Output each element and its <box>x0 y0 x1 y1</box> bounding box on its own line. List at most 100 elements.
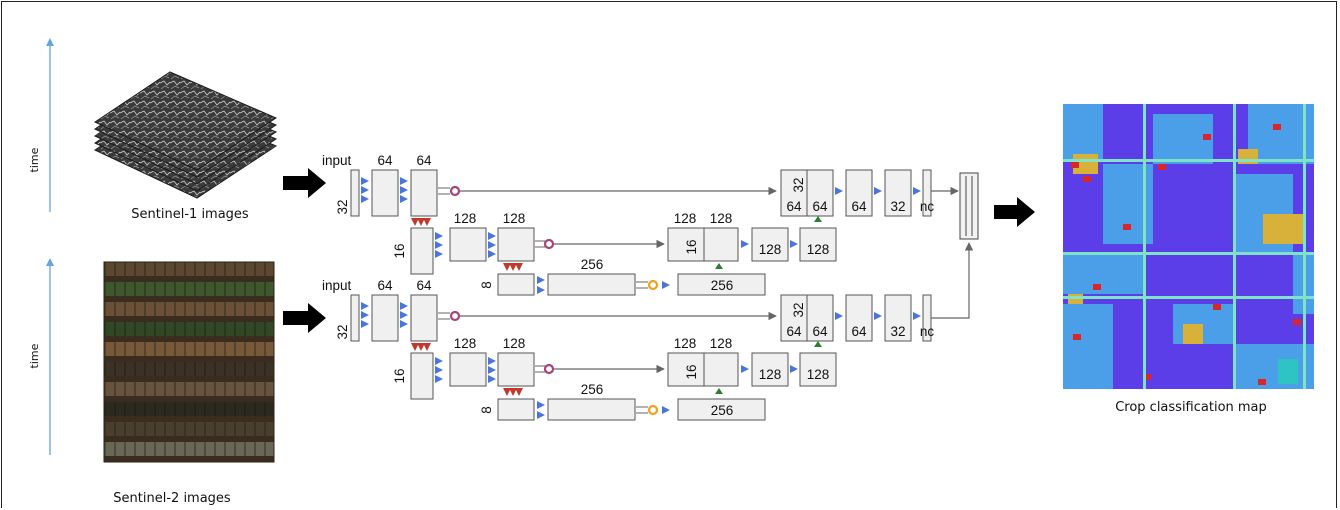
layer-texture <box>164 362 166 376</box>
layer-texture <box>164 302 166 316</box>
conv-arrow <box>435 232 443 240</box>
layer-texture <box>184 282 186 296</box>
layer-texture <box>124 382 126 396</box>
crop-field-red-spot <box>1273 124 1281 130</box>
conv-arrow <box>537 411 545 419</box>
layer-texture <box>204 442 206 456</box>
input-block <box>351 170 359 216</box>
optical-image-layer <box>104 422 274 436</box>
bottleneck-up-ch-label: 256 <box>711 403 734 418</box>
layer-texture <box>124 402 126 416</box>
optical-image-layer <box>104 402 274 416</box>
layer-texture <box>144 362 146 376</box>
time-axis-sentinel2: time <box>28 258 54 455</box>
crop-field-red-spot <box>1083 176 1091 182</box>
layer-texture <box>214 442 216 456</box>
dec1a-ch-label: 64 <box>851 199 867 214</box>
layer-texture <box>184 342 186 356</box>
layer-texture <box>234 402 236 416</box>
dec2-ch-label: 128 <box>710 211 733 226</box>
layer-texture <box>164 262 166 276</box>
crop-classification-map <box>1063 104 1314 389</box>
enc2-input-block <box>411 353 433 399</box>
layer-texture <box>264 322 266 336</box>
layer-texture <box>114 322 116 336</box>
layer-texture <box>184 302 186 316</box>
dec2a-ch-label: 128 <box>759 367 782 382</box>
layer-texture <box>264 362 266 376</box>
layer-texture <box>174 282 176 296</box>
crop-field-red-spot <box>1123 224 1131 230</box>
conv-arrow <box>361 186 369 194</box>
layer-texture <box>224 342 226 356</box>
crop-field-red-spot <box>1073 334 1081 340</box>
crop-field-patch <box>1153 254 1253 299</box>
size-32-label: 32 <box>335 324 350 339</box>
crop-map-caption: Crop classification map <box>1115 400 1267 415</box>
dec1-32-label: 32 <box>791 302 806 317</box>
layer-texture <box>184 442 186 456</box>
nc-label: nc <box>920 324 935 339</box>
layer-texture <box>114 342 116 356</box>
layer-texture <box>174 322 176 336</box>
dec1a-ch-label: 64 <box>851 324 867 339</box>
layer-texture <box>214 282 216 296</box>
layer-texture <box>164 382 166 396</box>
layer-texture <box>264 342 266 356</box>
layer-texture <box>164 322 166 336</box>
layer-texture <box>204 422 206 436</box>
layer-texture <box>144 262 146 276</box>
dec-size-16-label: 16 <box>684 364 699 379</box>
enc2a-ch-label: 128 <box>454 336 477 351</box>
layer-texture <box>124 362 126 376</box>
map-road <box>1233 104 1236 389</box>
enc1a-ch-label: 64 <box>377 278 393 293</box>
layer-texture <box>234 422 236 436</box>
conv-arrow <box>435 357 443 365</box>
layer-texture <box>254 382 256 396</box>
dec2-concat-ch-label: 128 <box>674 211 697 226</box>
conv-arrow <box>913 187 921 195</box>
enc1a-block <box>372 295 398 341</box>
layer-texture <box>134 302 136 316</box>
arrow-fusion-to-map <box>994 197 1035 227</box>
crop-field-patch <box>1123 354 1173 389</box>
layer-texture <box>214 382 216 396</box>
conv-arrow <box>435 366 443 374</box>
layer-texture <box>124 342 126 356</box>
enc2-input-block <box>411 228 433 274</box>
layer-texture <box>154 442 156 456</box>
dec2b-ch-label: 128 <box>807 242 830 257</box>
enc2b-ch-label: 128 <box>503 211 526 226</box>
conv-arrow <box>400 195 408 203</box>
layer-texture <box>254 262 256 276</box>
conv-arrow <box>488 250 496 258</box>
layer-texture <box>224 322 226 336</box>
enc2b-ch-label: 128 <box>503 336 526 351</box>
enc1a-ch-label: 64 <box>377 153 393 168</box>
enc2a-block <box>450 228 486 261</box>
conv-arrow <box>874 187 882 195</box>
size-16-label: 16 <box>392 243 407 258</box>
conv-arrow <box>741 365 749 373</box>
layer-texture <box>154 382 156 396</box>
dec2-concat-block-b <box>704 353 738 386</box>
layer-texture <box>214 362 216 376</box>
nc-label: nc <box>920 199 935 214</box>
optical-image-layer <box>104 362 274 376</box>
conv-arrow <box>435 375 443 383</box>
layer-texture <box>124 302 126 316</box>
layer-texture <box>204 402 206 416</box>
maxpool-arrow <box>515 388 523 396</box>
optical-image-layer <box>104 282 274 296</box>
layer-texture <box>204 342 206 356</box>
layer-texture <box>134 422 136 436</box>
layer-texture <box>234 362 236 376</box>
conv-arrow <box>361 320 369 328</box>
crop-field-red-spot <box>1093 284 1101 290</box>
map-road <box>1063 159 1314 162</box>
bottleneck-ch-label: 256 <box>581 257 604 272</box>
layer-texture <box>234 302 236 316</box>
maxpool-arrow <box>515 263 523 271</box>
